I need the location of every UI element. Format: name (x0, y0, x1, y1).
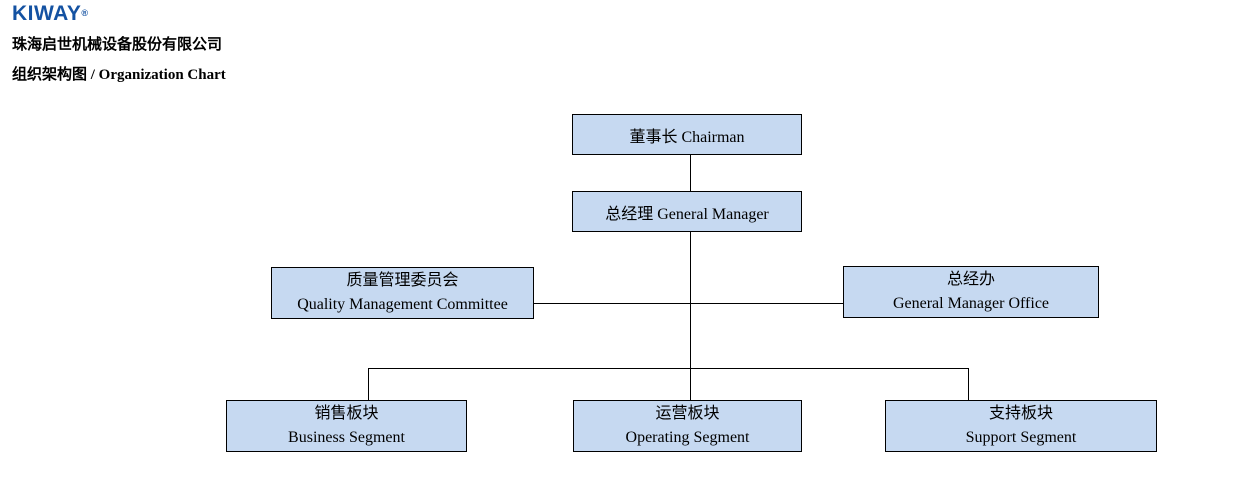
connector-drop-business (368, 368, 370, 401)
org-node-support-segment: 支持板块 Support Segment (885, 400, 1157, 452)
org-node-support-label-zh: 支持板块 (988, 405, 1053, 422)
connector-drop-support (968, 368, 970, 401)
org-node-gmo-label-zh: 总经办 (946, 271, 995, 288)
org-node-gmo-label-en: General Manager Office (892, 295, 1050, 312)
org-node-support-label-en: Support Segment (965, 429, 1077, 446)
org-node-operating-segment: 运营板块 Operating Segment (573, 400, 802, 452)
kiway-logo-text: KIWAY (12, 2, 82, 25)
connector-segments-branch-bar (368, 368, 969, 370)
chart-title: 组织架构图 / Organization Chart (12, 67, 226, 83)
org-node-general-manager-office: 总经办 General Manager Office (843, 266, 1099, 318)
connector-gm-trunk (690, 231, 692, 400)
org-node-general-manager-label: 总经理 General Manager (605, 205, 769, 223)
org-node-operating-label-zh: 运营板块 (655, 405, 720, 422)
connector-staff-horizontal (534, 303, 843, 305)
company-name: 珠海启世机械设备股份有限公司 (12, 37, 223, 53)
org-node-qmc-label-zh: 质量管理委员会 (346, 272, 459, 289)
kiway-logo: KIWAY® (12, 3, 89, 25)
org-node-business-label-zh: 销售板块 (314, 405, 379, 422)
org-node-chairman: 董事长 Chairman (572, 114, 802, 155)
org-node-quality-management-committee: 质量管理委员会 Quality Management Committee (271, 267, 534, 319)
connector-chairman-to-gm (690, 155, 692, 192)
org-node-qmc-label-en: Quality Management Committee (297, 296, 508, 313)
org-node-business-segment: 销售板块 Business Segment (226, 400, 467, 452)
org-node-general-manager: 总经理 General Manager (572, 191, 802, 232)
org-node-chairman-label: 董事长 Chairman (629, 128, 745, 146)
org-node-operating-label-en: Operating Segment (625, 429, 750, 446)
registered-trademark-symbol: ® (81, 8, 89, 18)
org-node-business-label-en: Business Segment (288, 429, 405, 446)
